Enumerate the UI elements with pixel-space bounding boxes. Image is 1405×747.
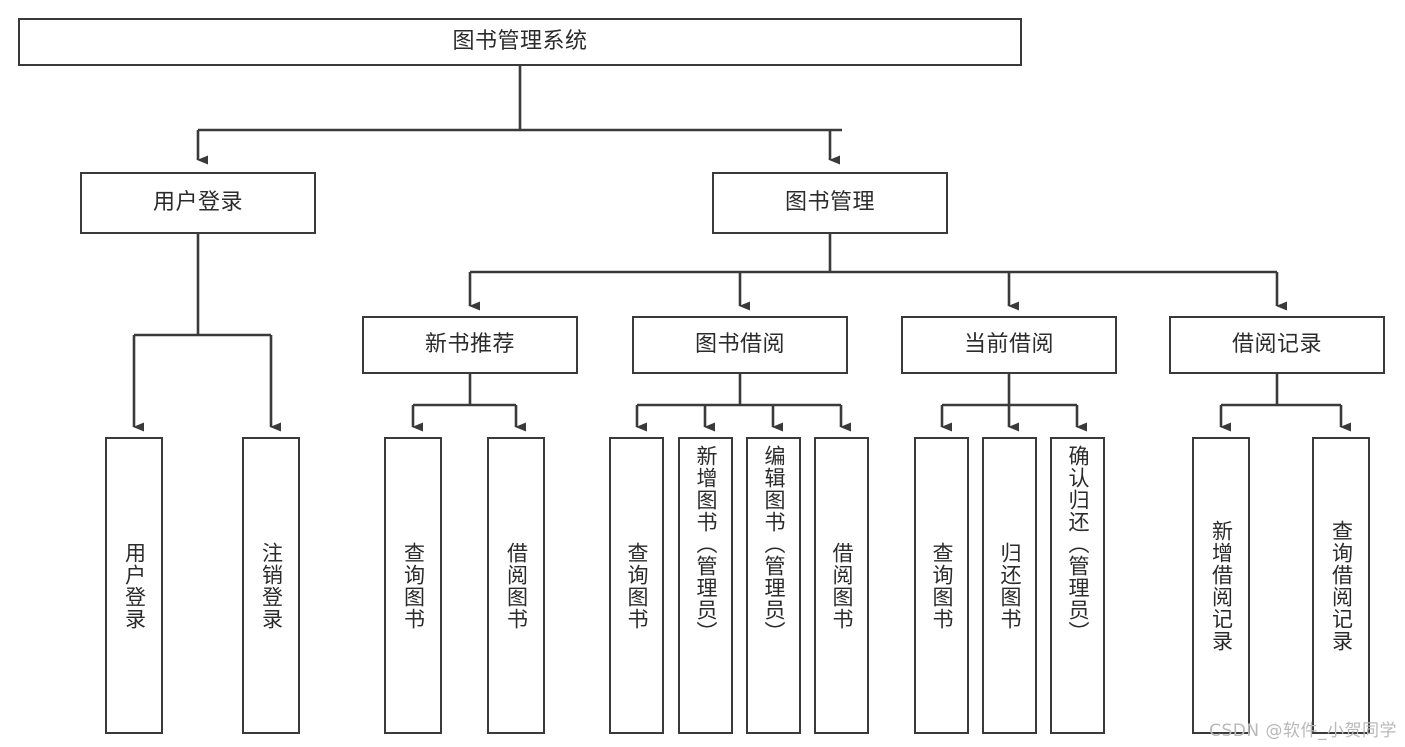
node-current-borrow[interactable]: 当前借阅 [901,316,1117,374]
node-user-login[interactable]: 用户登录 [80,172,316,234]
node-label: 用户登录 [152,190,243,216]
leaf-return-book[interactable]: 归还图书 [982,437,1037,734]
node-borrow-records[interactable]: 借阅记录 [1169,316,1385,374]
node-label: 图书借阅 [694,332,785,358]
leaf-borrow-book-recommend[interactable]: 借阅图书 [487,437,545,734]
leaf-query-borrow-record[interactable]: 查询借阅记录 [1312,437,1370,734]
node-label: 图书管理系统 [452,29,588,55]
node-label: 查询图书 [930,541,955,630]
node-book-borrow[interactable]: 图书借阅 [632,316,848,374]
node-label: 查询图书 [401,541,426,630]
node-label: 编辑图书（管理员） [762,445,787,643]
node-label: 新增借阅记录 [1209,519,1234,652]
leaf-query-book-borrow[interactable]: 查询图书 [609,437,664,734]
leaf-confirm-return-admin[interactable]: 确认归还（管理员） [1050,437,1105,734]
leaf-edit-book-admin[interactable]: 编辑图书（管理员） [746,437,801,734]
node-label: 借阅记录 [1231,332,1322,358]
node-label: 确认归还（管理员） [1066,445,1091,643]
leaf-user-login[interactable]: 用户登录 [105,437,163,734]
node-label: 归还图书 [998,541,1023,630]
node-new-book-recommend[interactable]: 新书推荐 [362,316,578,374]
node-label: 用户登录 [122,541,147,630]
node-label: 借阅图书 [830,541,855,630]
node-label: 新书推荐 [424,332,515,358]
node-label: 当前借阅 [963,332,1054,358]
node-label: 注销登录 [259,541,284,630]
leaf-query-book-recommend[interactable]: 查询图书 [384,437,442,734]
node-label: 新增图书（管理员） [694,445,719,643]
leaf-query-book-current[interactable]: 查询图书 [914,437,969,734]
csdn-watermark: CSDN @软件_小贺同学 [1209,721,1397,741]
leaf-borrow-book[interactable]: 借阅图书 [814,437,869,734]
node-label: 图书管理 [784,190,875,216]
leaf-add-book-admin[interactable]: 新增图书（管理员） [678,437,733,734]
node-label: 查询借阅记录 [1329,519,1354,652]
node-root-book-management-system[interactable]: 图书管理系统 [18,18,1022,66]
leaf-logout[interactable]: 注销登录 [242,437,300,734]
node-book-management[interactable]: 图书管理 [712,172,948,234]
leaf-add-borrow-record[interactable]: 新增借阅记录 [1192,437,1250,734]
node-label: 查询图书 [625,541,650,630]
node-label: 借阅图书 [504,541,529,630]
